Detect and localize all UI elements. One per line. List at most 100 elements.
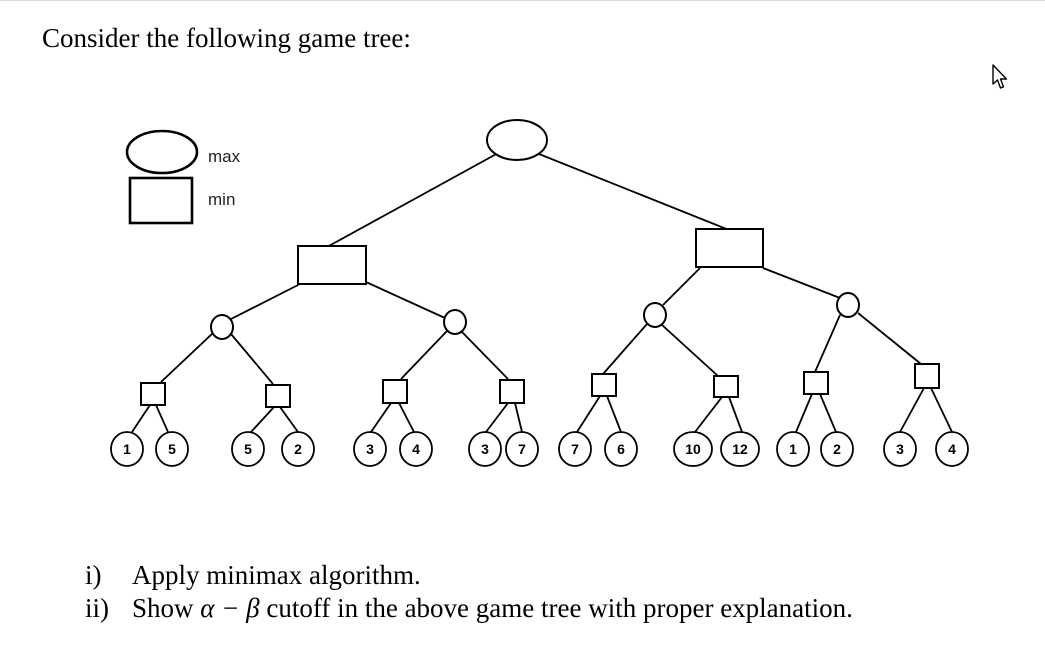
edge <box>160 332 214 383</box>
edge <box>155 404 169 433</box>
edge <box>728 396 743 433</box>
leaf-circle <box>820 431 854 467</box>
min-node <box>914 363 940 389</box>
edge <box>602 323 648 375</box>
leaf-node: 7 <box>558 431 592 467</box>
leaf-value: 3 <box>896 441 904 457</box>
question-item: i) Apply minimax algorithm. <box>85 559 853 592</box>
max-node-root <box>486 119 548 161</box>
leaf-value: 12 <box>732 441 748 457</box>
leaf-circle <box>353 431 387 467</box>
min-node <box>803 371 829 395</box>
leaf-node: 3 <box>883 431 917 467</box>
leaf-value: 2 <box>833 441 841 457</box>
leaf-node: 6 <box>604 431 638 467</box>
max-node <box>443 309 467 335</box>
tree-nodes <box>140 119 940 408</box>
min-node <box>297 245 367 285</box>
edge <box>899 387 925 433</box>
tree-edges <box>131 151 953 433</box>
leaf-node: 2 <box>820 431 854 467</box>
leaf-value: 7 <box>571 441 579 457</box>
leaf-node: 2 <box>281 431 315 467</box>
edge <box>228 283 301 321</box>
leaf-circle <box>673 431 713 467</box>
question-number: ii) <box>85 593 109 623</box>
edge <box>606 395 622 433</box>
min-node <box>591 373 617 397</box>
max-node <box>836 292 860 318</box>
leaf-node: 5 <box>155 431 189 467</box>
leaf-circle <box>720 431 760 467</box>
edge <box>533 151 730 231</box>
leaf-value: 10 <box>685 441 701 457</box>
leaf-circle <box>883 431 917 467</box>
edge <box>661 324 719 377</box>
edge <box>370 402 392 433</box>
top-divider <box>0 0 1045 1</box>
legend-min-symbol <box>128 176 194 225</box>
legend: max min <box>125 129 241 225</box>
question-list: i) Apply minimax algorithm. ii) Show α − β… <box>85 559 853 625</box>
leaf-value: 4 <box>948 441 956 457</box>
max-node <box>210 314 234 340</box>
leaf-node: 1 <box>776 431 810 467</box>
max-node <box>643 302 667 328</box>
edge <box>576 395 601 433</box>
leaf-node: 4 <box>935 431 969 467</box>
leaf-circle <box>505 431 539 467</box>
edge <box>279 406 299 433</box>
edge <box>819 393 837 433</box>
leaf-circle <box>155 431 189 467</box>
legend-max-label: max <box>208 147 241 166</box>
leaf-node: 4 <box>399 431 433 467</box>
leaf-circle <box>399 431 433 467</box>
edge <box>930 387 953 433</box>
legend-min-label: min <box>208 190 235 209</box>
leaf-value: 7 <box>518 441 526 457</box>
alpha-beta-symbol: α − β <box>200 593 260 623</box>
leaf-circle <box>468 431 502 467</box>
leaf-value: 3 <box>481 441 489 457</box>
leaf-circle <box>776 431 810 467</box>
leaf-node: 1 <box>110 431 144 467</box>
edge <box>365 281 446 319</box>
edge <box>662 267 701 306</box>
leaf-node: 3 <box>468 431 502 467</box>
edge <box>400 330 448 380</box>
edge <box>131 404 151 433</box>
leaf-value: 4 <box>412 441 420 457</box>
edge <box>795 393 813 433</box>
question-number: i) <box>85 560 102 590</box>
leaf-node: 10 <box>673 431 713 467</box>
edge <box>326 151 501 248</box>
leaf-value: 5 <box>168 441 176 457</box>
leaf-value: 1 <box>789 441 797 457</box>
legend-max-symbol <box>125 129 199 175</box>
question-text: Apply minimax algorithm. <box>132 560 421 590</box>
edge <box>694 396 723 433</box>
leaf-value: 2 <box>294 441 302 457</box>
leaf-node: 12 <box>720 431 760 467</box>
leaf-circle <box>110 431 144 467</box>
page-title: Consider the following game tree: <box>42 23 411 53</box>
edge <box>230 333 274 385</box>
leaf-value: 5 <box>244 441 252 457</box>
leaf-value: 3 <box>366 441 374 457</box>
leaf-circle <box>281 431 315 467</box>
edge <box>857 312 922 365</box>
leaf-node: 5 <box>231 431 265 467</box>
edge <box>814 314 841 373</box>
mouse-pointer-icon <box>992 64 1008 89</box>
edge <box>461 331 509 380</box>
question-text-prefix: Show <box>132 593 201 623</box>
edge <box>514 402 523 433</box>
min-node <box>695 228 764 268</box>
min-node <box>382 379 408 404</box>
min-node <box>499 379 525 404</box>
leaf-circle <box>604 431 638 467</box>
leaf-value: 1 <box>123 441 131 457</box>
min-node <box>140 382 166 406</box>
